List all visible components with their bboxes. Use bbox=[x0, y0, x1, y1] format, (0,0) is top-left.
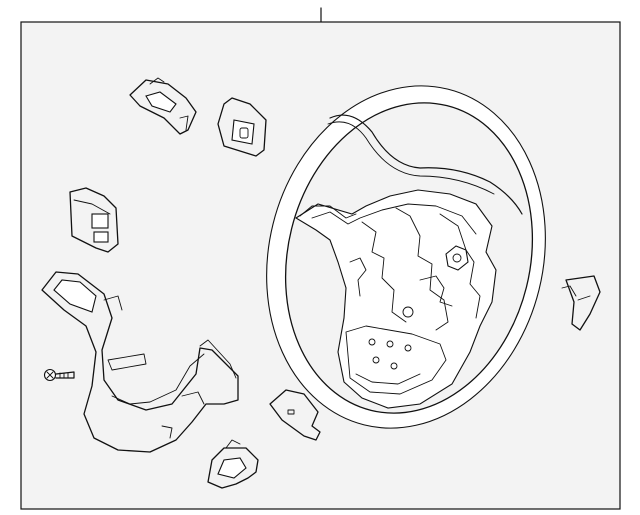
lower-spoke-panel bbox=[345, 325, 447, 395]
switch-module-window bbox=[91, 213, 109, 229]
switch-tab bbox=[225, 439, 241, 449]
switch-button bbox=[239, 127, 249, 139]
screw-drive bbox=[46, 371, 54, 379]
hub-bracket-right bbox=[439, 213, 481, 319]
steering-wheel-hub bbox=[294, 189, 497, 409]
switch-module-edge bbox=[73, 199, 111, 215]
switch-tab bbox=[149, 77, 165, 85]
hub-bracket-left bbox=[361, 221, 407, 323]
lower-panel-hole bbox=[390, 362, 398, 370]
steering-wheel-upper-contour-inner bbox=[327, 121, 495, 195]
trim-bezel-upper-window bbox=[53, 279, 97, 313]
switch-lower-center[interactable] bbox=[269, 389, 321, 441]
trim-bezel-tab bbox=[103, 295, 123, 311]
lower-spoke-panel-edge bbox=[355, 373, 421, 385]
hub-nut bbox=[445, 245, 469, 271]
switch-button-panel bbox=[217, 457, 247, 479]
clip-body bbox=[565, 275, 601, 331]
clip-tab bbox=[561, 285, 577, 297]
switch-module-left[interactable] bbox=[69, 187, 119, 253]
lower-panel-hole bbox=[386, 340, 394, 348]
switch-lower-bottom[interactable] bbox=[207, 439, 259, 489]
steering-wheel-upper-contour bbox=[329, 114, 523, 215]
switch-module-window bbox=[93, 231, 109, 243]
trim-bezel-lower-tab bbox=[181, 391, 205, 405]
hub-edge-top bbox=[311, 203, 477, 235]
switch-clip bbox=[179, 115, 189, 131]
switch-slot bbox=[287, 409, 295, 415]
screw-shank bbox=[55, 371, 75, 379]
trim-bezel-clip bbox=[161, 425, 173, 439]
trim-bezel-right-tab bbox=[199, 339, 237, 379]
left-spoke-detail bbox=[299, 205, 357, 219]
hub-bracket-center bbox=[395, 207, 449, 331]
mounting-screw[interactable] bbox=[43, 368, 75, 382]
lower-panel-hole bbox=[404, 344, 412, 352]
clip-right[interactable] bbox=[561, 275, 601, 331]
hub-bracket-tab-left bbox=[349, 257, 367, 297]
lower-panel-hole bbox=[368, 338, 376, 346]
clip-edge bbox=[577, 295, 591, 301]
hub-bracket-tab-center bbox=[419, 275, 453, 307]
hub-hole bbox=[402, 306, 414, 318]
switch-button-panel bbox=[231, 119, 255, 145]
switch-assembly-upper-center[interactable] bbox=[217, 97, 267, 157]
trim-bezel-body bbox=[41, 271, 239, 453]
lower-panel-hole bbox=[372, 356, 380, 364]
steering-wheel[interactable] bbox=[231, 56, 581, 458]
screw-thread bbox=[59, 372, 69, 379]
switch-housing bbox=[269, 389, 321, 441]
hub-nut-bore bbox=[452, 253, 462, 263]
trim-bezel-bracket bbox=[107, 353, 147, 371]
trim-bezel[interactable] bbox=[41, 271, 239, 453]
switch-assembly-upper-left[interactable] bbox=[129, 77, 197, 135]
trim-bezel-inner-edge bbox=[111, 353, 205, 405]
switch-button bbox=[145, 91, 177, 113]
